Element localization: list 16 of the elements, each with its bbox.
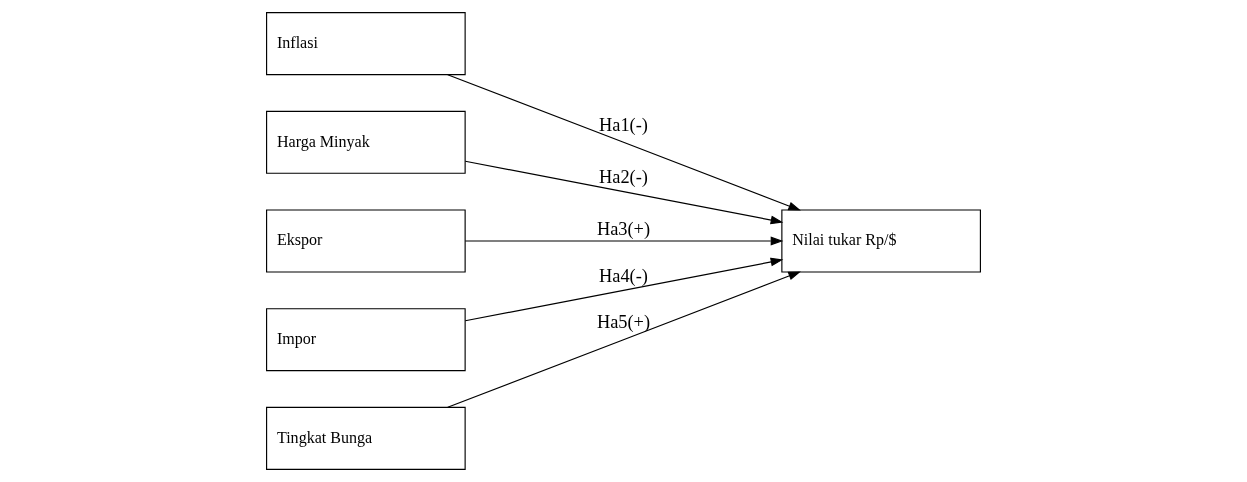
node-box: Inflasi (266, 12, 466, 76)
arrow (464, 236, 784, 246)
node-box: Harga Minyak (266, 110, 466, 174)
node-box: Nilai tukar Rp/$ (781, 209, 981, 273)
arrow (447, 271, 801, 408)
arrow (447, 74, 801, 211)
edge-label: Ha3(+) (596, 219, 651, 240)
edge-label: Ha5(+) (596, 311, 651, 332)
node-box: Tingkat Bunga (266, 406, 466, 470)
node-box: Impor (266, 308, 466, 372)
edge-label: Ha2(-) (599, 167, 648, 188)
edge-label: Ha1(-) (599, 114, 648, 135)
edge-label: Ha4(-) (599, 266, 648, 287)
arrow (464, 257, 784, 322)
node-box: Ekspor (266, 209, 466, 273)
arrow (464, 160, 784, 225)
